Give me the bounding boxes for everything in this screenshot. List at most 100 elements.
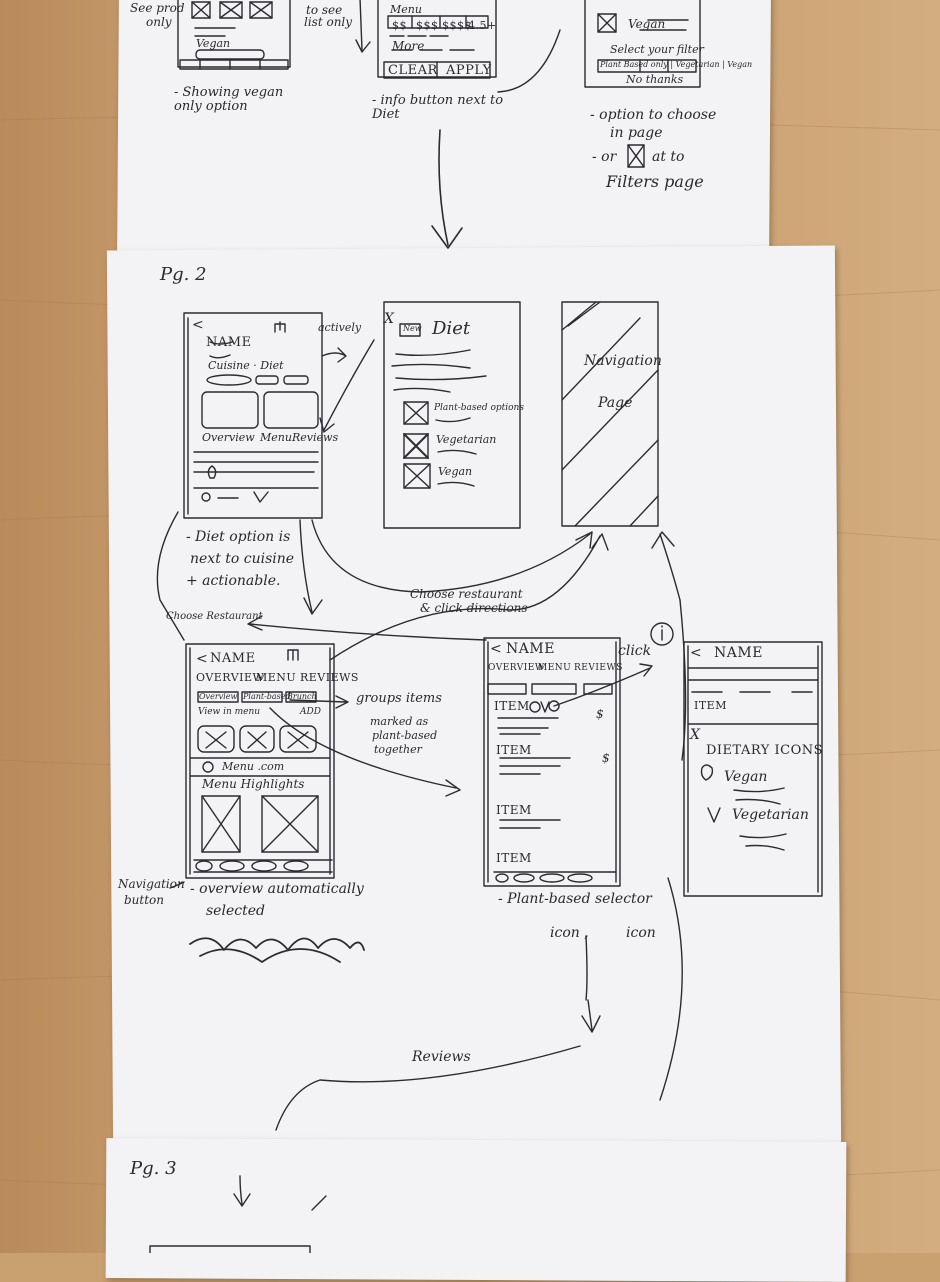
arrow-down-reviews	[581, 999, 601, 1033]
item-tab-menu: MENU	[538, 663, 572, 673]
menu-tab-reviews: REVIEWS	[300, 671, 359, 684]
page1-phone-b	[377, 0, 497, 79]
arrow-icons-to-nav	[651, 531, 681, 601]
groups-note-2: marked as	[370, 715, 429, 728]
arrow-left-loop	[156, 511, 185, 641]
phone-b-price-3: $$$$	[442, 19, 472, 32]
arrow-page1-right	[497, 29, 561, 93]
arrow-down-to-menu	[299, 519, 323, 615]
info-circle	[650, 622, 674, 646]
phone-b-more: More	[392, 39, 425, 53]
caption-option-choose: - option to choose	[590, 107, 717, 123]
diet-option-vegetarian: Vegetarian	[436, 433, 497, 446]
caption-diet-2: next to cuisine	[190, 551, 295, 567]
page2-diet-screen	[383, 301, 521, 529]
choose-restaurant-note: Choose Restaurant	[166, 611, 263, 622]
page1-phone-c	[584, 0, 701, 88]
arrow-nav-button	[169, 881, 185, 889]
groups-note-4: together	[374, 743, 422, 756]
plant-caption-3: icon	[626, 925, 656, 941]
restaurant-tab-overview: Overview	[202, 431, 255, 444]
arrow-page1-left	[355, 0, 371, 53]
menu-link: Menu .com	[222, 760, 285, 773]
phone-c-options: Plant Based only | Vegetarian | Vegan	[600, 60, 753, 69]
arrow-to-navigation	[311, 519, 593, 593]
phone-b-menu: Menu	[390, 3, 422, 16]
menu-add: ADD	[300, 707, 321, 717]
phone-b-price-1: $$	[392, 19, 407, 32]
caption-info-button: - info button next to Diet	[372, 93, 504, 122]
icons-entry-vegan: Vegan	[724, 769, 768, 785]
restaurant-tab-menu: Menu	[260, 431, 292, 444]
arrow-choose-restaurant	[247, 615, 487, 641]
page2-dietary-icons-screen	[683, 641, 823, 897]
page2-menu-screen	[185, 643, 335, 879]
note-to-see: to see	[306, 3, 343, 17]
page2-restaurant-screen	[183, 312, 323, 519]
overview-caption-1: - overview automatically	[190, 881, 364, 897]
icons-close-icon: X	[690, 727, 700, 743]
restaurant-tab-reviews: Reviews	[292, 431, 339, 444]
arrow-reviews	[275, 1045, 581, 1131]
page2-item-screen	[483, 637, 621, 887]
note-only: only	[146, 15, 172, 29]
choose-restaurant-label-2: & click directions	[420, 601, 528, 615]
menu-chip-brunch: Brunch	[287, 692, 317, 701]
item-tab-overview: OVERVIEW	[488, 663, 545, 673]
item-price-1: $	[596, 707, 604, 721]
menu-view-in-menu: View in menu	[198, 707, 261, 717]
menu-back: <	[196, 651, 208, 667]
item-row-3: ITEM	[496, 803, 532, 817]
icons-back: <	[690, 645, 702, 661]
plant-caption-2: icon ,	[550, 925, 589, 941]
phone-b-apply-button: APPLY	[446, 63, 492, 78]
item-row-2: ITEM	[496, 743, 532, 757]
menu-highlights: Menu Highlights	[202, 777, 305, 791]
caption-in-page: in page	[610, 125, 663, 141]
note-list-only: list only	[304, 15, 353, 29]
page2-navigation-screen	[561, 301, 659, 527]
menu-tab-overview: OVERVIEW	[196, 671, 265, 684]
caption-filters-page: Filters page	[606, 172, 704, 191]
menu-chip-overview: Overview	[199, 692, 238, 701]
menu-tab-menu: MENU	[256, 671, 297, 684]
diet-title: Diet	[432, 318, 471, 339]
arrow-page1-to-page2	[431, 129, 463, 249]
arrow-plant-to-items	[269, 707, 461, 797]
phone-c-select: Select your filter	[610, 43, 704, 56]
caption-at-to: at to	[652, 149, 685, 165]
pen-sketch-strokes	[149, 0, 823, 1253]
caption-diet-1: - Diet option is	[186, 529, 291, 545]
item-tab-reviews: REVIEWS	[574, 663, 623, 673]
click-label: click	[618, 643, 652, 659]
arrow-groups	[289, 695, 349, 709]
icons-name: NAME	[714, 645, 763, 661]
diet-close-icon: X	[384, 311, 394, 327]
nav-caption-1: Navigation	[118, 877, 185, 891]
restaurant-cuisine: Cuisine · Diet	[208, 359, 284, 372]
note-see-prod: See prod	[130, 1, 185, 15]
menu-name: NAME	[210, 651, 256, 666]
caption-diet-3: + actionable.	[186, 573, 281, 589]
plant-caption-1: - Plant-based selector	[498, 891, 652, 907]
menu-chip-plant-based: Plant-based	[243, 692, 291, 701]
page2-label: Pg. 2	[160, 264, 207, 285]
phone-c-no-thanks: No thanks	[626, 73, 684, 86]
item-row-1: ITEM	[494, 699, 530, 713]
icons-item: ITEM	[694, 699, 727, 712]
groups-note-3: plant-based	[372, 729, 438, 742]
phone-b-price-4: 4.5+	[468, 19, 497, 32]
item-row-4: ITEM	[496, 851, 532, 865]
arrow-menu-to-nav	[329, 533, 609, 661]
arrow-back-from-diet	[319, 339, 375, 433]
groups-note-1: groups items	[356, 691, 442, 706]
arrow-page3	[233, 1175, 251, 1207]
item-back: <	[490, 641, 502, 657]
scribble-out	[189, 937, 365, 963]
diet-option-plant-based: Plant-based options	[434, 403, 524, 413]
caption-or: - or	[592, 149, 617, 165]
restaurant-name: NAME	[206, 335, 252, 350]
curve-right	[659, 877, 683, 1101]
nav-screen-line2: Page	[598, 395, 633, 411]
phone-c-vegan: Vegan	[628, 17, 666, 31]
